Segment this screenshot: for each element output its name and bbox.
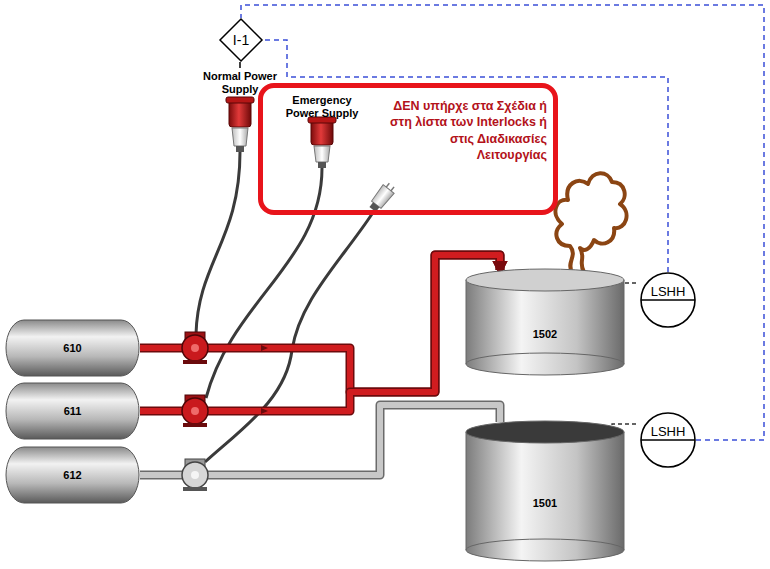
pump-symbol [182,459,208,491]
equipment-number: 611 [64,405,82,417]
equipment-number: 612 [63,469,81,481]
interlock-diamond: I-1 [219,18,263,62]
storage-tank: 1502 [465,268,625,376]
pump-symbol [182,332,208,364]
finding-note: ΔΕΝ υπήρχε στα Σχέδια ή στη λίστα των In… [379,98,547,163]
interlock-tag: I-1 [233,32,249,48]
feed-drum: 611 [5,382,140,440]
vtank-outline [465,268,625,376]
power-plug [308,117,336,168]
equipment-number: 1501 [533,497,557,509]
process-pipe [140,255,500,392]
pump-symbol [182,395,208,427]
storage-tank: 1501 [465,420,625,562]
supply-label: Emergency Power Supply [277,94,367,120]
feed-drum: 610 [5,319,140,377]
level-switch: LSHH [640,272,696,328]
signal-line [241,5,764,440]
vapour-cloud [555,173,626,272]
supply-label: Normal Power Supply [202,70,278,96]
level-switch: LSHH [640,412,696,468]
callout-box: Emergency Power Supply ΔΕΝ υπήρχε στα Σχέ… [258,83,558,215]
instrument-tag: LSHH [651,285,686,298]
equipment-number: 1502 [533,328,557,340]
feed-drum: 612 [5,446,140,504]
equipment-number: 610 [63,342,81,354]
unplugged-connector [367,181,397,214]
process-pipe [140,255,500,414]
instrument-tag: LSHH [651,425,686,438]
vtank-outline [465,420,625,562]
circle-outline [640,272,696,328]
circle-outline [640,412,696,468]
signal-line [263,40,668,272]
